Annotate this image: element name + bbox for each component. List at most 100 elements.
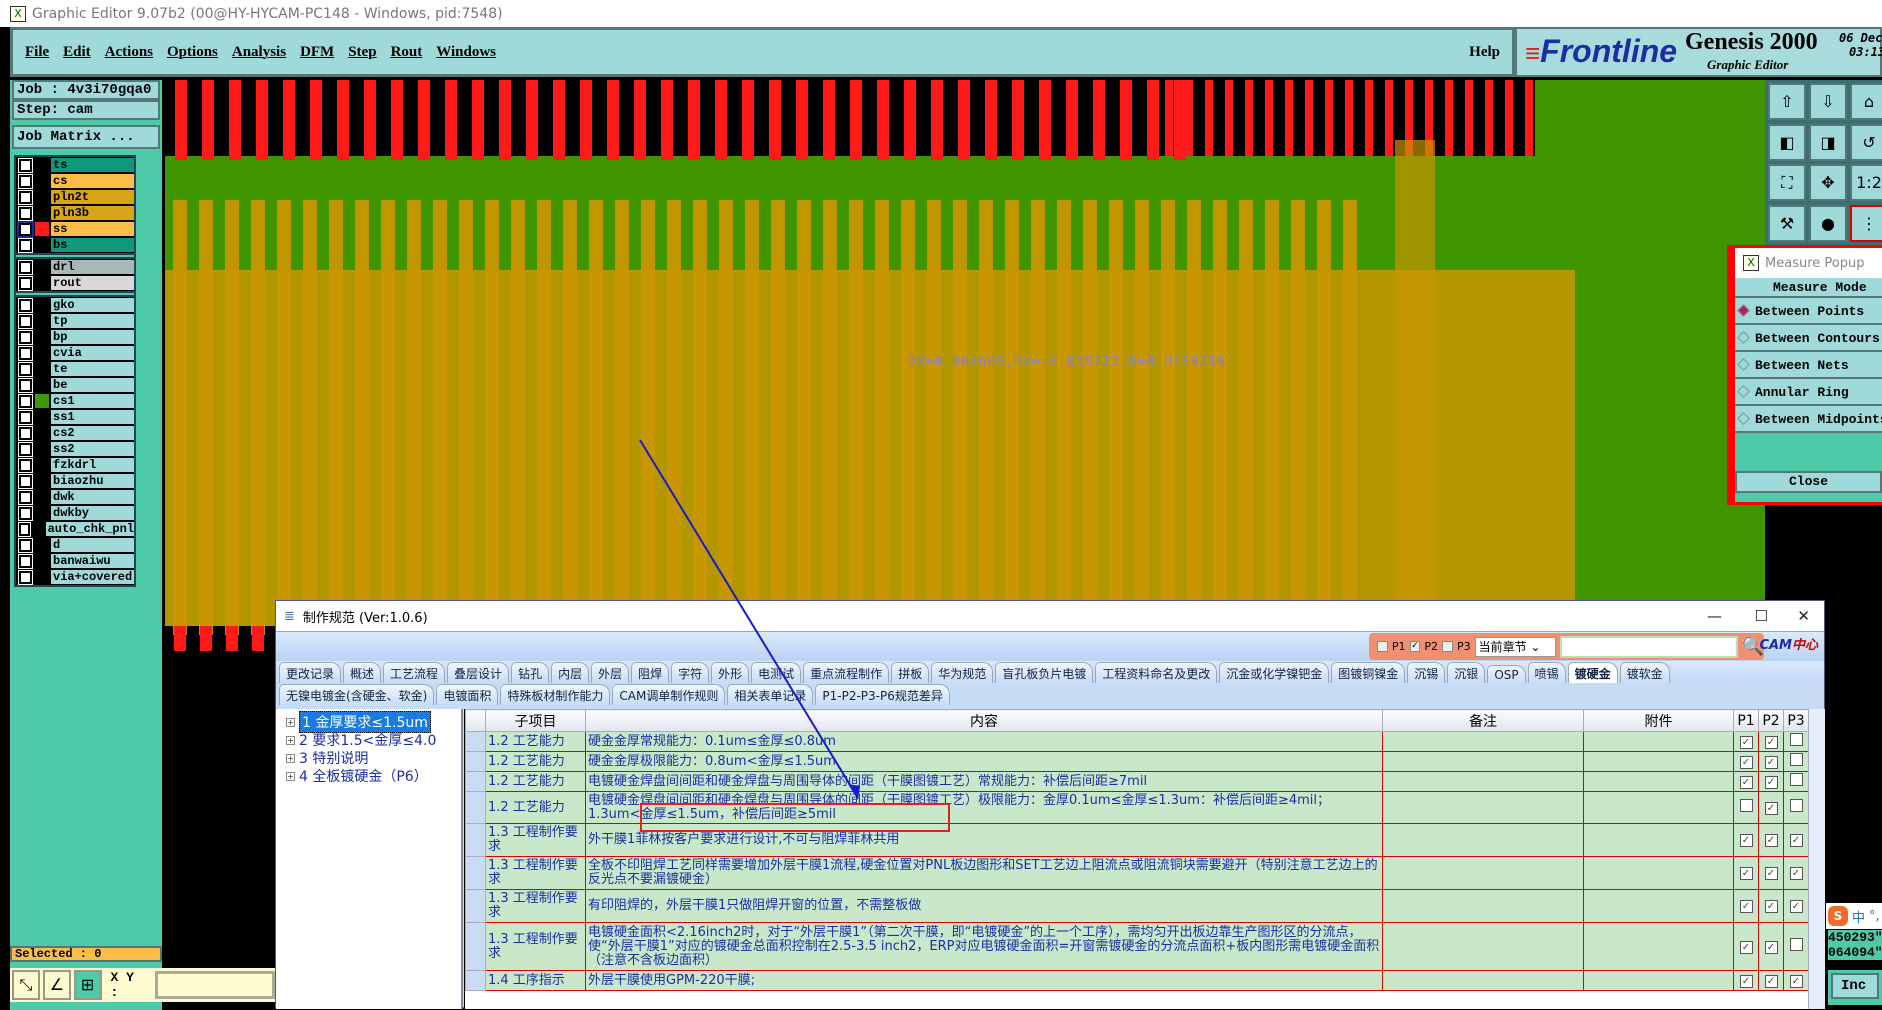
expand-icon[interactable]: + [286,771,295,781]
table-row[interactable]: 1.3 工程制作要求有印阻焊的，外层干膜1只做阻焊开窗的位置，不需整板做✓✓✓ [465,889,1809,923]
layer-row[interactable]: ss [16,220,134,238]
layer-checkbox[interactable] [18,489,33,505]
close-button[interactable]: Close [1735,471,1882,493]
expand-icon[interactable]: + [286,753,295,763]
p1-checkbox[interactable]: ✓ [1739,775,1753,789]
tab[interactable]: 外形 [711,662,750,683]
layer-row[interactable]: fzkdrl [16,457,134,473]
layer-checkbox[interactable] [18,409,33,425]
p1-checkbox[interactable]: ✓ [1739,834,1753,847]
mode-between-points[interactable]: Between Points [1735,298,1882,325]
layer-name[interactable]: pln3b [51,205,134,221]
p2-checkbox[interactable]: ✓ [1764,801,1778,815]
tab[interactable]: 沉金或化学镍钯金 [1219,662,1330,683]
attachment-cell[interactable] [1583,751,1734,772]
p2-checkbox[interactable]: ✓ [1409,641,1421,652]
menu-windows[interactable]: Windows [436,43,496,60]
attachment-cell[interactable] [1583,856,1734,890]
mode-between-nets[interactable]: Between Nets [1735,352,1882,379]
p2-checkbox[interactable]: ✓ [1764,834,1778,847]
attachment-cell[interactable] [1583,970,1734,991]
pan-left-icon[interactable]: ◧ [1768,123,1806,161]
tab[interactable]: 钻孔 [511,662,550,683]
tab[interactable]: CAM调单制作规则 [612,684,726,705]
layer-name[interactable]: gko [51,297,134,313]
layer-row[interactable]: tp [16,313,134,329]
layer-name[interactable]: auto_chk_pnl [45,521,134,537]
p1-checkbox[interactable]: ✓ [1739,755,1753,769]
layer-checkbox[interactable] [18,569,33,585]
p2-checkbox[interactable]: ✓ [1764,775,1778,789]
tab[interactable]: 阻焊 [631,662,670,683]
close-button[interactable]: ✕ [1797,607,1810,625]
note-cell[interactable] [1382,889,1584,923]
p1-checkbox[interactable] [1739,799,1753,812]
search-input[interactable] [1559,635,1738,658]
menu-dfm[interactable]: DFM [300,43,335,60]
layer-row[interactable]: ss1 [16,409,134,425]
tab[interactable]: 喷锡 [1527,662,1566,683]
layer-name[interactable]: cs [51,173,134,189]
p2-checkbox[interactable]: ✓ [1764,900,1778,913]
layer-row[interactable]: d [16,537,134,553]
p1-checkbox[interactable]: ✓ [1739,735,1753,749]
layer-row[interactable]: cs [16,173,134,189]
sogou-icon[interactable]: S [1828,906,1848,926]
p1-checkbox[interactable]: ✓ [1739,940,1753,954]
layer-checkbox[interactable] [18,537,33,553]
layer-name[interactable]: be [51,377,134,393]
row-header[interactable] [465,751,486,772]
layer-row[interactable]: biaozhu [16,473,134,489]
tab[interactable]: 无镍电镀金(含硬金、软金) [279,684,435,705]
layer-row[interactable]: ts [16,157,134,173]
menu-step[interactable]: Step [348,43,377,60]
row-header[interactable] [465,731,486,752]
menu-actions[interactable]: Actions [104,43,154,60]
mode-between-contours[interactable]: Between Contours [1735,325,1882,352]
tab[interactable]: 重点流程制作 [803,662,890,683]
layer-checkbox[interactable] [18,157,33,173]
layer-checkbox[interactable] [18,521,31,537]
p3-checkbox[interactable] [1789,799,1803,812]
grid-icon[interactable]: ⊞ [73,970,102,1000]
layer-name[interactable]: rout [51,275,134,291]
undo-view-icon[interactable]: ↺ [1850,123,1882,161]
xy-input[interactable] [155,971,276,999]
layer-checkbox[interactable] [18,237,33,253]
layer-name[interactable]: drl [51,259,134,275]
table-row[interactable]: 1.3 工程制作要求全板不印阻焊工艺同样需要增加外层干膜1流程,硬金位置对PNL… [465,856,1809,890]
tools-icon[interactable]: ⚒ [1768,204,1806,242]
layer-checkbox[interactable] [17,220,34,238]
column-header[interactable]: 子项目 [485,709,586,732]
attachment-cell[interactable] [1583,823,1734,857]
layer-name[interactable]: ss [51,221,134,237]
p2-checkbox[interactable]: ✓ [1764,940,1778,954]
p3-checkbox[interactable] [1442,641,1453,652]
tab[interactable]: 内层 [551,662,590,683]
inc-button[interactable]: Inc [1831,973,1879,999]
layer-name[interactable]: d [51,537,134,553]
menu-file[interactable]: File [25,43,50,60]
attachment-cell[interactable] [1583,889,1734,923]
layer-name[interactable]: cs2 [51,425,134,441]
layer-checkbox[interactable] [18,313,33,329]
layer-name[interactable]: te [51,361,134,377]
tab[interactable]: 工程资料命名及更改 [1095,662,1218,683]
layer-checkbox[interactable] [18,377,33,393]
layer-row[interactable]: ss2 [16,441,134,457]
layer-checkbox[interactable] [18,345,33,361]
zoom-diagonal-icon[interactable]: ⤡ [12,970,40,1000]
layer-checkbox[interactable] [18,297,33,313]
layer-row[interactable]: pln3b [16,205,134,221]
attachment-cell[interactable] [1583,731,1734,752]
layer-row[interactable]: pln2t [16,189,134,205]
p1-checkbox[interactable] [1377,641,1388,652]
job-matrix-button[interactable]: Job Matrix ... [12,125,160,149]
note-cell[interactable] [1382,856,1584,890]
menu-edit[interactable]: Edit [63,43,91,60]
p1-checkbox[interactable]: ✓ [1739,900,1753,913]
layer-row[interactable]: dwk [16,489,134,505]
row-header[interactable] [465,823,486,857]
note-cell[interactable] [1382,731,1584,752]
tab[interactable]: 概述 [343,662,382,683]
